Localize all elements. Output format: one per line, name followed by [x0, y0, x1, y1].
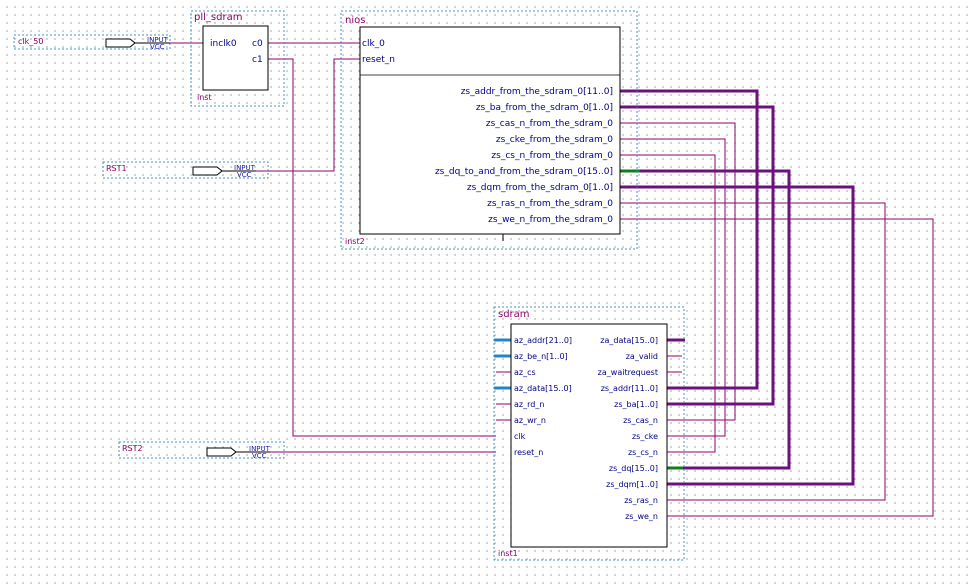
bus-addr[interactable] — [620, 89, 759, 390]
sdram-port-az-addr: az_addr[21..0] — [514, 336, 572, 345]
pin-clk50-tag2: VCC — [150, 43, 165, 51]
nios-port-zs-cke: zs_cke_from_the_sdram_0 — [496, 135, 613, 145]
sdram-name: sdram — [498, 309, 530, 320]
wire-rst1[interactable] — [256, 58, 360, 172]
block-pll-sdram[interactable]: pll_sdram inclk0 c0 c1 inst — [190, 10, 285, 107]
wire-c1[interactable] — [268, 58, 496, 437]
sdram-port-clk: clk — [514, 432, 526, 441]
sdram-port-zs-cs-n: zs_cs_n — [628, 448, 658, 457]
nios-port-zs-ba: zs_ba_from_the_sdram_0[1..0] — [476, 103, 613, 113]
pin-clk50-symbol — [105, 38, 136, 48]
nios-name: nios — [345, 15, 365, 26]
sdram-port-za-data: za_data[15..0] — [600, 336, 658, 345]
nios-inst: inst2 — [345, 237, 365, 246]
sdram-symbol — [510, 323, 668, 548]
pll-port-inclk0: inclk0 — [210, 39, 237, 49]
pin-rst2-name: RST2 — [122, 444, 143, 453]
pin-clk50-name: clk_50 — [18, 37, 43, 46]
pll-inst: inst — [197, 93, 212, 102]
sdram-port-reset-n: reset_n — [514, 448, 543, 457]
pin-rst2-tag2: VCC — [252, 452, 267, 460]
pin-rst1-symbol — [192, 166, 223, 176]
sdram-port-zs-addr: zs_addr[11..0] — [601, 384, 658, 393]
wire-ras[interactable] — [620, 202, 886, 501]
pin-rst1-name: RST1 — [106, 164, 127, 173]
bus-ba[interactable] — [620, 105, 775, 406]
sdram-port-zs-ba: zs_ba[1..0] — [614, 400, 658, 409]
wire-we[interactable] — [620, 218, 934, 517]
pin-rst1-tag2: VCC — [237, 171, 252, 179]
sdram-port-zs-cke: zs_cke — [632, 432, 658, 441]
wires — [170, 42, 934, 517]
nios-port-zs-dq: zs_dq_to_and_from_the_sdram_0[15..0] — [435, 167, 613, 177]
nios-symbol — [359, 26, 621, 235]
sdram-port-zs-cas-n: zs_cas_n — [623, 416, 658, 425]
nios-port-zs-cas-n: zs_cas_n_from_the_sdram_0 — [486, 119, 613, 129]
pll-port-c1: c1 — [252, 55, 263, 65]
wire-cas[interactable] — [620, 122, 736, 421]
sdram-port-zs-dq: zs_dq[15..0] — [609, 464, 658, 473]
pin-rst2[interactable]: RST2 INPUT VCC — [118, 441, 285, 460]
nios-port-clk0: clk_0 — [362, 39, 385, 49]
pll-name: pll_sdram — [194, 12, 242, 23]
bus-dqm[interactable] — [620, 185, 855, 486]
block-sdram[interactable]: sdram az_addr[21..0] az_be_n[1..0] az_cs… — [493, 306, 685, 561]
pin-clk50[interactable]: clk_50 INPUT VCC — [13, 34, 171, 51]
sdram-port-za-valid: za_valid — [626, 352, 658, 361]
nios-port-zs-cs-n: zs_cs_n_from_the_sdram_0 — [491, 151, 613, 161]
wire-cs[interactable] — [620, 154, 716, 453]
nios-port-reset-n: reset_n — [362, 55, 395, 65]
nios-port-zs-dqm: zs_dqm_from_the_sdram_0[1..0] — [467, 183, 613, 193]
sdram-port-az-cs: az_cs — [514, 368, 536, 377]
sdram-port-az-be-n: az_be_n[1..0] — [514, 352, 568, 361]
sdram-port-za-waitrequest: za_waitrequest — [598, 368, 658, 377]
bus-dq[interactable] — [640, 169, 791, 470]
pin-rst2-tag: INPUT — [249, 445, 271, 453]
sdram-port-az-wr-n: az_wr_n — [514, 416, 546, 425]
sdram-inst: inst1 — [498, 549, 518, 558]
pin-rst1[interactable]: RST1 INPUT VCC — [102, 161, 269, 179]
sdram-port-az-data: az_data[15..0] — [514, 384, 572, 393]
sdram-port-zs-we-n: zs_we_n — [625, 512, 658, 521]
pll-symbol — [202, 25, 269, 91]
wire-cke[interactable] — [620, 138, 726, 437]
pll-port-c0: c0 — [252, 39, 263, 49]
sdram-port-zs-ras-n: zs_ras_n — [624, 496, 658, 505]
nios-port-zs-addr: zs_addr_from_the_sdram_0[11..0] — [461, 87, 613, 97]
pin-clk50-tag: INPUT — [147, 36, 169, 44]
pin-rst1-tag: INPUT — [234, 164, 256, 172]
block-nios[interactable]: nios clk_0 reset_n zs_addr_from_the_sdra… — [340, 10, 638, 250]
sdram-port-az-rd-n: az_rd_n — [514, 400, 544, 409]
nios-port-zs-ras-n: zs_ras_n_from_the_sdram_0 — [487, 199, 613, 209]
nios-port-zs-we-n: zs_we_n_from_the_sdram_0 — [488, 215, 613, 225]
pin-rst2-symbol — [206, 447, 237, 457]
sdram-port-zs-dqm: zs_dqm[1..0] — [606, 480, 658, 489]
